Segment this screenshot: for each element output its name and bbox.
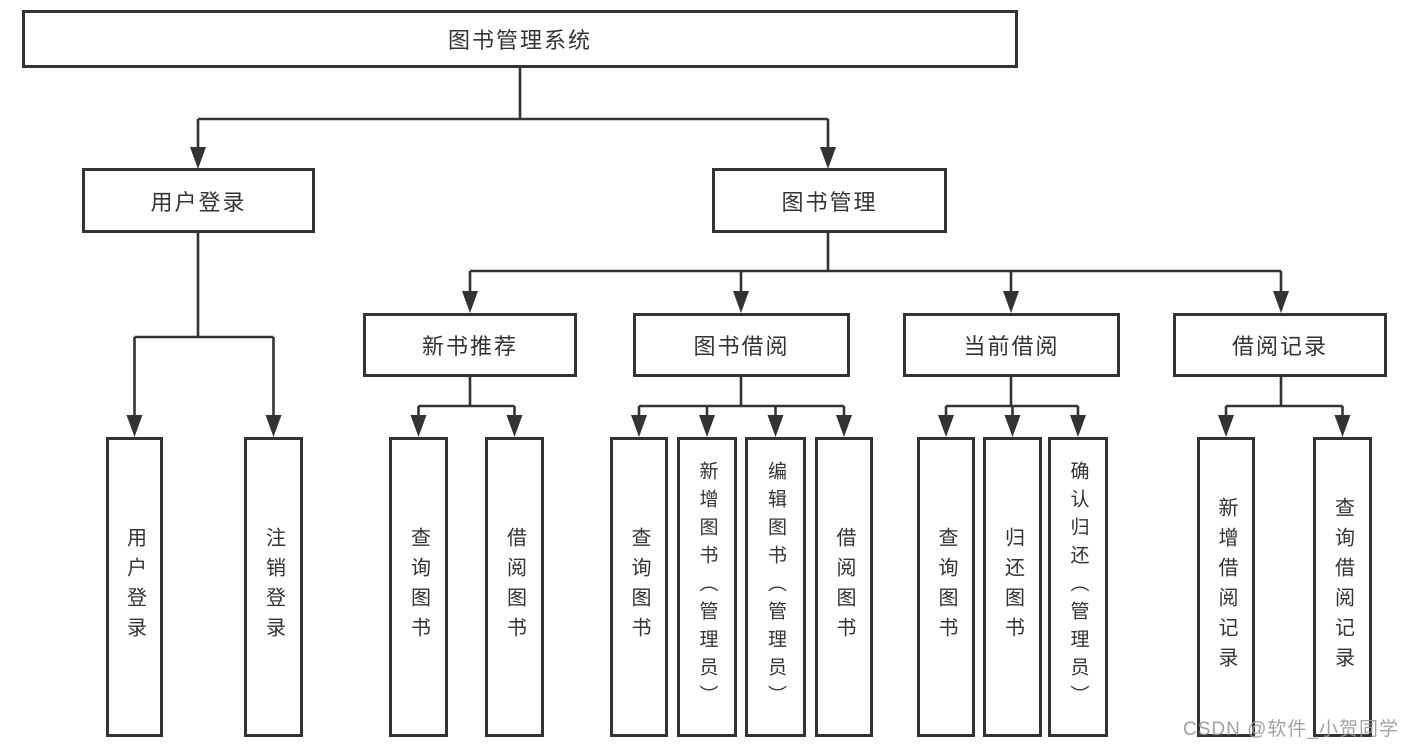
node-current-borrowing-label: 当前借阅 — [963, 334, 1060, 359]
leaf-add-borrow-record-label: 新增借阅记录 — [1215, 497, 1237, 677]
leaf-borrow-books-2: 借阅图书 — [815, 437, 873, 737]
leaf-add-book-admin: 新增图书（管理员） — [677, 437, 737, 737]
leaf-user-login-label: 用户登录 — [123, 527, 146, 647]
leaf-query-books-1-label: 查询图书 — [407, 527, 430, 647]
leaf-query-borrow-record-label: 查询借阅记录 — [1331, 497, 1354, 677]
leaf-add-borrow-record: 新增借阅记录 — [1197, 437, 1255, 737]
node-new-book-recommend-label: 新书推荐 — [421, 334, 518, 359]
node-user-login-label: 用户登录 — [150, 189, 247, 215]
leaf-query-borrow-record: 查询借阅记录 — [1313, 437, 1372, 737]
node-borrowing-records-label: 借阅记录 — [1231, 334, 1328, 359]
leaf-return-books-label: 归还图书 — [1001, 527, 1024, 647]
leaf-query-books-3-label: 查询图书 — [935, 527, 957, 647]
leaf-query-books-2: 查询图书 — [610, 437, 668, 737]
node-new-book-recommend: 新书推荐 — [363, 313, 577, 377]
leaf-query-books-1: 查询图书 — [389, 437, 448, 737]
leaf-logout-label: 注销登录 — [262, 527, 285, 647]
leaf-query-books-3: 查询图书 — [917, 437, 975, 737]
node-current-borrowing: 当前借阅 — [903, 313, 1120, 377]
node-book-borrowing-label: 图书借阅 — [693, 334, 790, 359]
csdn-watermark: CSDN @软件_小贺同学 — [1183, 719, 1399, 740]
node-book-borrowing: 图书借阅 — [633, 313, 850, 377]
leaf-borrow-books-1-label: 借阅图书 — [503, 527, 526, 647]
arrowheads — [126, 147, 1351, 437]
leaf-edit-book-admin-label: 编辑图书（管理员） — [765, 461, 786, 713]
node-root-label: 图书管理系统 — [447, 28, 592, 53]
node-book-management-label: 图书管理 — [781, 189, 878, 215]
leaf-logout: 注销登录 — [244, 437, 303, 737]
leaf-borrow-books-2-label: 借阅图书 — [833, 527, 855, 647]
leaf-borrow-books-1: 借阅图书 — [485, 437, 544, 737]
leaf-query-books-2-label: 查询图书 — [628, 527, 650, 647]
leaf-user-login: 用户登录 — [106, 437, 163, 737]
leaf-return-books: 归还图书 — [983, 437, 1042, 737]
leaf-edit-book-admin: 编辑图书（管理员） — [745, 437, 806, 737]
leaf-confirm-return-admin: 确认归还（管理员） — [1048, 437, 1108, 737]
leaf-add-book-admin-label: 新增图书（管理员） — [696, 461, 718, 713]
node-root: 图书管理系统 — [22, 10, 1018, 68]
node-user-login: 用户登录 — [82, 168, 315, 233]
node-borrowing-records: 借阅记录 — [1173, 313, 1387, 377]
node-book-management: 图书管理 — [712, 168, 947, 233]
leaf-confirm-return-admin-label: 确认归还（管理员） — [1067, 461, 1089, 713]
